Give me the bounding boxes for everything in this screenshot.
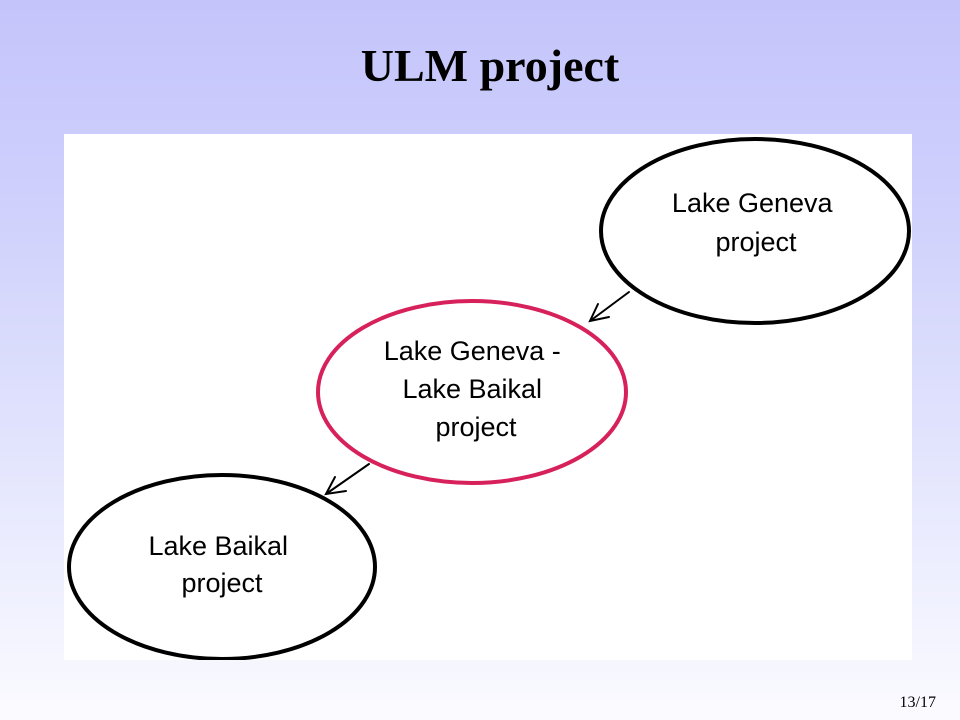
project-relationship-diagram: Lake Geneva project Lake Geneva - Lake B… xyxy=(67,137,911,660)
node-lake-geneva-baikal-line-3: project xyxy=(435,412,517,442)
diagram-panel: Lake Geneva project Lake Geneva - Lake B… xyxy=(64,134,912,660)
node-lake-geneva-baikal-line-2: Lake Baikal xyxy=(402,374,542,404)
slide-title: ULM project xyxy=(360,40,620,91)
node-lake-baikal-ellipse xyxy=(67,473,377,660)
node-lake-geneva-line-1: Lake Geneva xyxy=(672,188,834,218)
node-lake-baikal-line-2: project xyxy=(181,568,263,598)
arrow-geneva-to-geneva-baikal xyxy=(588,291,630,323)
arrow-geneva-baikal-to-baikal xyxy=(324,463,370,496)
node-lake-geneva-baikal-label: Lake Geneva - Lake Baikal project xyxy=(384,336,569,442)
node-lake-geneva-ellipse xyxy=(599,137,911,325)
page-number: 13/17 xyxy=(899,694,936,711)
node-lake-geneva-label: Lake Geneva project xyxy=(672,188,840,257)
node-lake-geneva-baikal-ellipse xyxy=(316,299,628,485)
node-lake-baikal-line-1: Lake Baikal xyxy=(148,531,288,561)
node-lake-geneva-line-2: project xyxy=(715,227,797,257)
node-lake-baikal-label: Lake Baikal project xyxy=(148,531,295,598)
node-lake-geneva-baikal-line-1: Lake Geneva - xyxy=(384,336,561,366)
